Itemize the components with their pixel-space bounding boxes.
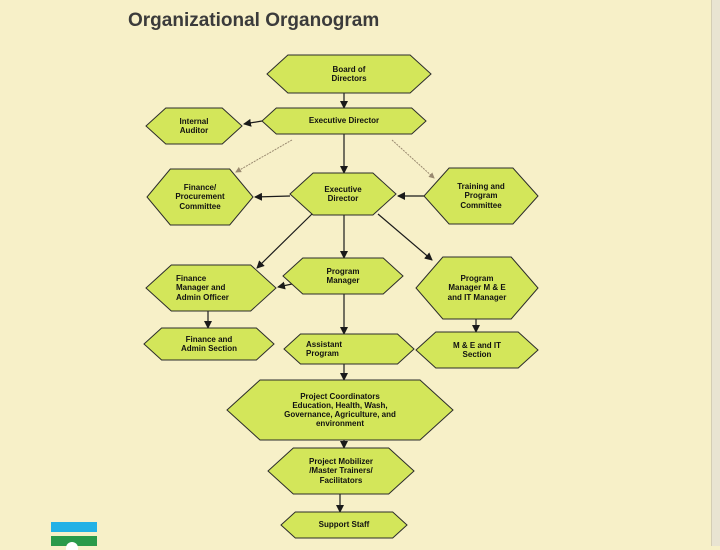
logo-stripe-blue [51, 522, 97, 532]
hexagon-board [266, 54, 432, 94]
arrow-exec-mid-to-finance-procurement [254, 192, 291, 201]
hexagon-assistant-program [283, 333, 415, 365]
hexagon-exec-top [261, 107, 427, 135]
hexagon-program-manager [282, 257, 404, 295]
arrow-program-manager-to-finance-manager [277, 281, 293, 290]
logo-mark [66, 542, 78, 550]
node-layer [143, 54, 539, 539]
arrow-exec-top-to-training-program [391, 139, 435, 179]
hexagon-training-program [423, 167, 539, 225]
hexagon-project-coordinators [226, 379, 454, 441]
hexagon-program-manager-me [415, 256, 539, 320]
hexagon-finance-manager [145, 264, 277, 312]
hexagon-project-mobilizer [267, 447, 415, 495]
connector-layer [204, 93, 480, 513]
hexagon-exec-mid [289, 172, 397, 216]
hexagon-finance-procurement [146, 168, 254, 226]
arrow-exec-top-to-finance-procurement [235, 139, 293, 173]
hexagon-finance-admin-section [143, 327, 275, 361]
slide-edge-line [711, 0, 712, 546]
logo-stripe-green [51, 536, 97, 546]
arrow-exec-top-to-internal-auditor [243, 118, 263, 127]
page-title: Organizational Organogram [128, 10, 380, 31]
slide-edge [712, 0, 720, 546]
hexagon-me-it-section [415, 331, 539, 369]
arrow-exec-mid-to-finance-manager [256, 213, 313, 269]
arrow-exec-mid-to-program-manager-me [377, 213, 433, 261]
hexagon-support-staff [280, 511, 408, 539]
hexagon-internal-auditor [145, 107, 243, 145]
